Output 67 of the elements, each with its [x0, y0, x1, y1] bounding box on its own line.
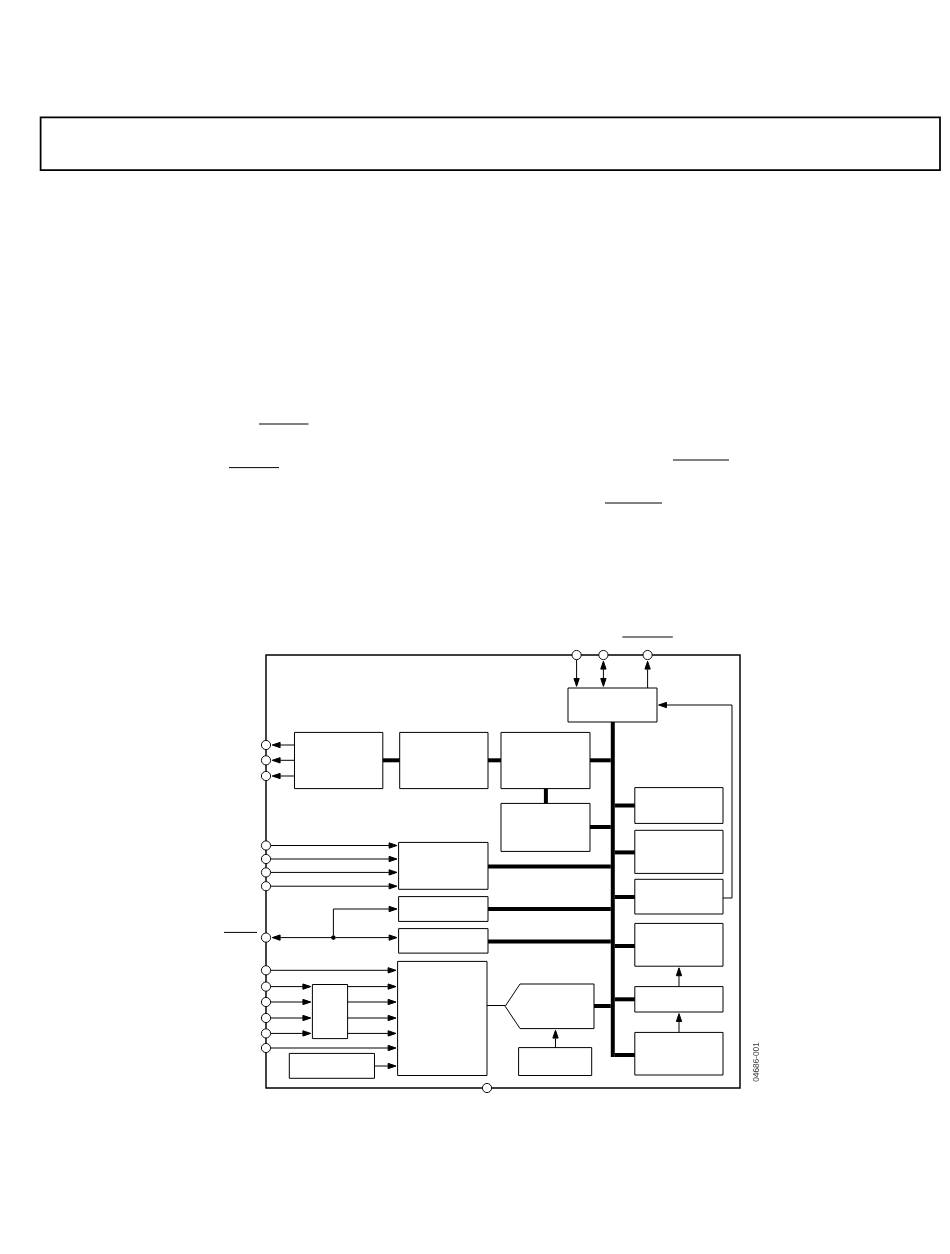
arrow — [347, 1030, 397, 1037]
arrow — [675, 1013, 683, 1033]
bus-line — [488, 864, 611, 869]
bus-bar — [610, 735, 615, 1057]
arrow — [332, 905, 398, 936]
arrow — [271, 934, 332, 941]
arrow — [675, 967, 683, 988]
block-box — [500, 802, 591, 852]
arrow — [270, 998, 312, 1006]
block-box — [398, 841, 489, 890]
block-box — [634, 1031, 724, 1076]
arrow — [658, 701, 733, 899]
arrow — [347, 983, 397, 990]
arrow — [270, 855, 398, 863]
arrow — [270, 883, 398, 890]
arrow — [347, 998, 397, 1006]
bus-line — [488, 939, 611, 944]
bus-line — [590, 825, 611, 829]
arrow — [644, 660, 651, 689]
bus-line — [594, 1004, 611, 1008]
bus-line — [610, 722, 615, 735]
block-box — [399, 731, 489, 790]
block-box — [518, 1047, 593, 1076]
block-box — [634, 922, 724, 967]
arrow — [270, 1030, 312, 1037]
arrow — [600, 660, 607, 687]
block-box — [288, 1052, 375, 1079]
arrow — [335, 934, 398, 941]
bus-line — [543, 788, 548, 804]
block-box — [634, 986, 724, 1013]
bus-line — [614, 944, 635, 948]
block-box — [567, 687, 658, 723]
block-box — [397, 960, 488, 1076]
bus-line — [614, 803, 635, 808]
block-box — [634, 787, 724, 824]
arrow — [347, 1014, 397, 1022]
block-box — [294, 731, 384, 790]
figure-number: 04686-001 — [753, 1042, 759, 1082]
arrow — [270, 983, 312, 990]
pentagon-block — [504, 983, 595, 1030]
bus-line — [590, 758, 611, 763]
block-box — [634, 878, 724, 915]
arrow — [270, 1014, 312, 1022]
block-box — [634, 829, 724, 874]
bus-line — [614, 850, 635, 855]
arrow — [552, 1029, 559, 1049]
bus-line — [382, 758, 400, 763]
bus-line — [488, 758, 501, 763]
block-box — [398, 928, 489, 954]
arrow — [271, 741, 295, 749]
bus-line — [488, 907, 611, 911]
chip-outline — [265, 654, 741, 1089]
block-box — [398, 896, 489, 922]
arrow — [270, 842, 398, 849]
arrow — [374, 1062, 397, 1070]
bus-line — [614, 1053, 635, 1057]
arrow — [270, 1044, 397, 1052]
arrow — [270, 967, 397, 974]
bus-line — [614, 997, 635, 1002]
block-box — [500, 731, 591, 790]
connector-line — [486, 1005, 506, 1006]
arrow — [271, 772, 295, 780]
arrow — [271, 757, 295, 764]
block-box — [311, 984, 349, 1040]
bus-line — [614, 895, 635, 899]
arrow — [573, 659, 580, 687]
arrow — [270, 869, 398, 876]
